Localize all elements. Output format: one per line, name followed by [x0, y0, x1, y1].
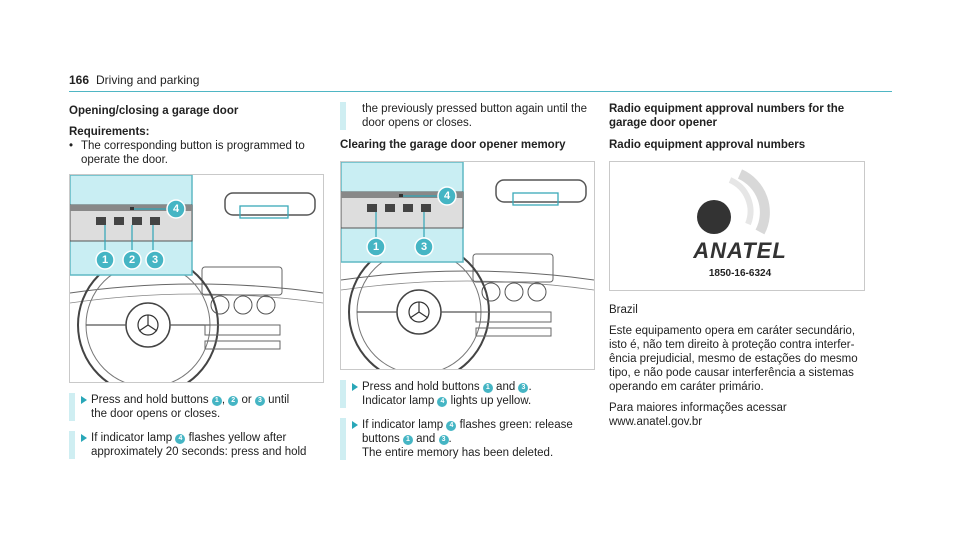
column-3-text: Radio equipment approval numbers for the… [609, 102, 871, 159]
callout-4: 4 [172, 203, 180, 215]
step-press-hold: Press and hold buttons 1, 2 or 3 until t… [69, 393, 331, 421]
callout-2: 2 [128, 254, 136, 266]
callout-badge-4: 4 [446, 421, 457, 431]
column-1-steps: Press and hold buttons 1, 2 or 3 until t… [69, 393, 331, 459]
requirement-line2: operate the door. [81, 154, 168, 166]
subheading-approval-numbers: Radio equipment approval numbers [609, 139, 806, 151]
column-2-text: the previously pressed button again unti… [340, 102, 602, 159]
page-section-title: Driving and parking [96, 73, 200, 87]
anatel-number: 1850-16-6324 [708, 268, 772, 279]
car-interior-illustration [70, 175, 323, 382]
callout-badge-3: 3 [518, 383, 529, 393]
callout-4: 4 [443, 190, 451, 202]
bullet-icon: • [69, 140, 74, 152]
anatel-website-link[interactable]: www.anatel.gov.br [609, 416, 703, 428]
step-arrow-icon [81, 396, 87, 404]
callout-1: 1 [101, 254, 109, 266]
callout-badge-4: 4 [175, 434, 186, 444]
step-indicator-yellow: If indicator lamp 4 flashes yellow after… [69, 431, 331, 459]
requirements-label: Requirements: [69, 126, 150, 138]
heading-opening-closing: Opening/closing a garage door [69, 105, 239, 117]
heading-radio-approval: Radio equipment approval numbers for the… [609, 103, 845, 129]
column-3-body: Brazil Este equipamento opera em caráter… [609, 303, 879, 429]
callout-3: 3 [151, 254, 159, 266]
requirement-item: • The corresponding button is programmed… [69, 139, 331, 167]
anatel-logo-icon [697, 169, 770, 235]
callout-badge-3: 3 [254, 396, 265, 406]
anatel-statement: Este equipamento opera em caráter secund… [609, 325, 858, 393]
callout-badge-1: 1 [482, 383, 493, 393]
anatel-logo-text: ANATEL [693, 238, 787, 263]
callout-badge-4: 4 [437, 397, 448, 407]
header-divider [69, 91, 892, 92]
callout-1: 1 [372, 241, 380, 253]
country-label: Brazil [609, 304, 638, 316]
anatel-more-info: Para maiores informações acessar www.ana… [609, 402, 787, 428]
step-indicator-green: If indicator lamp 4 flashes green: relea… [340, 418, 602, 460]
callout-badge-3: 3 [438, 435, 449, 445]
step-arrow-icon [352, 383, 358, 391]
step-press-hold-clear: Press and hold buttons 1 and 3. Indicato… [340, 380, 602, 408]
step-continued: the previously pressed button again unti… [340, 102, 602, 130]
callout-3: 3 [420, 241, 428, 253]
callout-badge-2: 2 [228, 396, 239, 406]
step-arrow-icon [81, 434, 87, 442]
figure-car-interior-2: 4 1 3 [340, 161, 595, 370]
requirement-line1: The corresponding button is programmed t… [81, 140, 305, 152]
figure-car-interior-1: 4 1 2 3 [69, 174, 324, 383]
anatel-certification-box: ANATEL 1850-16-6324 [609, 161, 865, 291]
callout-badge-1: 1 [402, 435, 413, 445]
car-interior-illustration [341, 162, 594, 369]
column-2-steps: Press and hold buttons 1 and 3. Indicato… [340, 380, 602, 460]
callout-badge-1: 1 [211, 396, 222, 406]
heading-clearing-memory: Clearing the garage door opener memory [340, 139, 566, 151]
column-1-text: Opening/closing a garage door Requiremen… [69, 104, 331, 167]
page-number: 166 [69, 73, 90, 87]
step-arrow-icon [352, 421, 358, 429]
